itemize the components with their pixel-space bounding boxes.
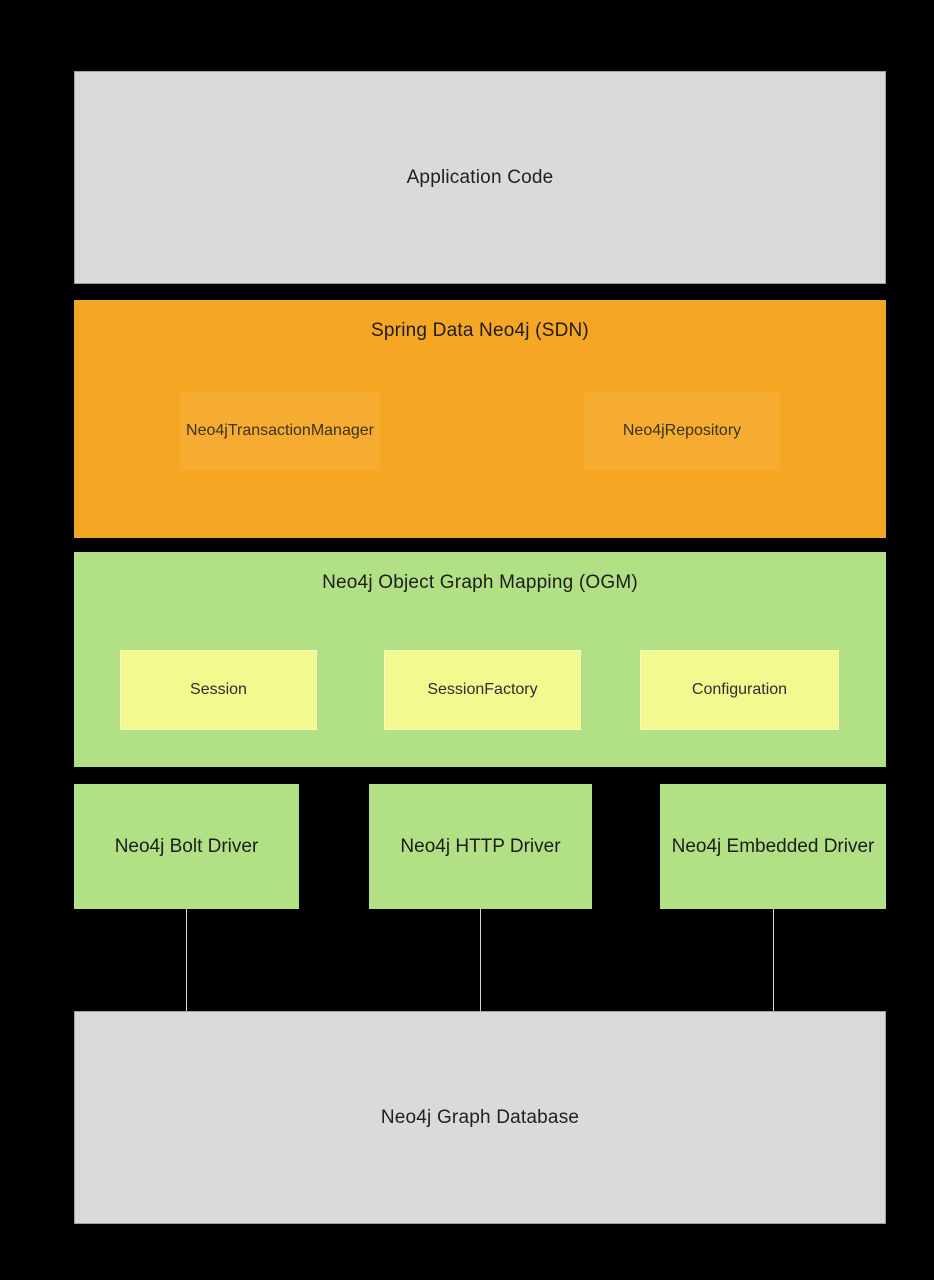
http-driver-box: Neo4j HTTP Driver — [369, 784, 592, 909]
configuration-box: Configuration — [640, 650, 839, 730]
application-code-label: Application Code — [406, 166, 554, 188]
bolt-driver-label: Neo4j Bolt Driver — [114, 835, 259, 857]
application-code-box: Application Code — [74, 71, 886, 284]
ogm-layer-box: Neo4j Object Graph Mapping (OGM) Session… — [74, 552, 886, 767]
sdn-layer-box: Spring Data Neo4j (SDN) Neo4jTransaction… — [74, 300, 886, 538]
neo4j-transaction-manager-box: Neo4jTransactionManager — [180, 392, 380, 470]
bolt-driver-box: Neo4j Bolt Driver — [74, 784, 299, 909]
embedded-driver-box: Neo4j Embedded Driver — [660, 784, 886, 909]
bolt-driver-connector-line — [186, 909, 187, 1011]
graph-database-label: Neo4j Graph Database — [380, 1106, 580, 1128]
graph-database-box: Neo4j Graph Database — [74, 1011, 886, 1224]
ogm-layer-title: Neo4j Object Graph Mapping (OGM) — [322, 572, 638, 593]
neo4j-repository-box: Neo4jRepository — [584, 392, 780, 470]
session-box: Session — [120, 650, 317, 730]
session-factory-box: SessionFactory — [384, 650, 581, 730]
embedded-driver-label: Neo4j Embedded Driver — [671, 835, 875, 857]
configuration-label: Configuration — [691, 681, 788, 698]
sdn-layer-title: Spring Data Neo4j (SDN) — [371, 320, 589, 341]
session-label: Session — [190, 681, 247, 698]
neo4j-transaction-manager-label: Neo4jTransactionManager — [186, 422, 374, 439]
http-driver-label: Neo4j HTTP Driver — [400, 835, 561, 857]
neo4j-repository-label: Neo4jRepository — [622, 422, 742, 439]
session-factory-label: SessionFactory — [427, 681, 538, 698]
http-driver-connector-line — [480, 909, 481, 1011]
embedded-driver-connector-line — [773, 909, 774, 1011]
